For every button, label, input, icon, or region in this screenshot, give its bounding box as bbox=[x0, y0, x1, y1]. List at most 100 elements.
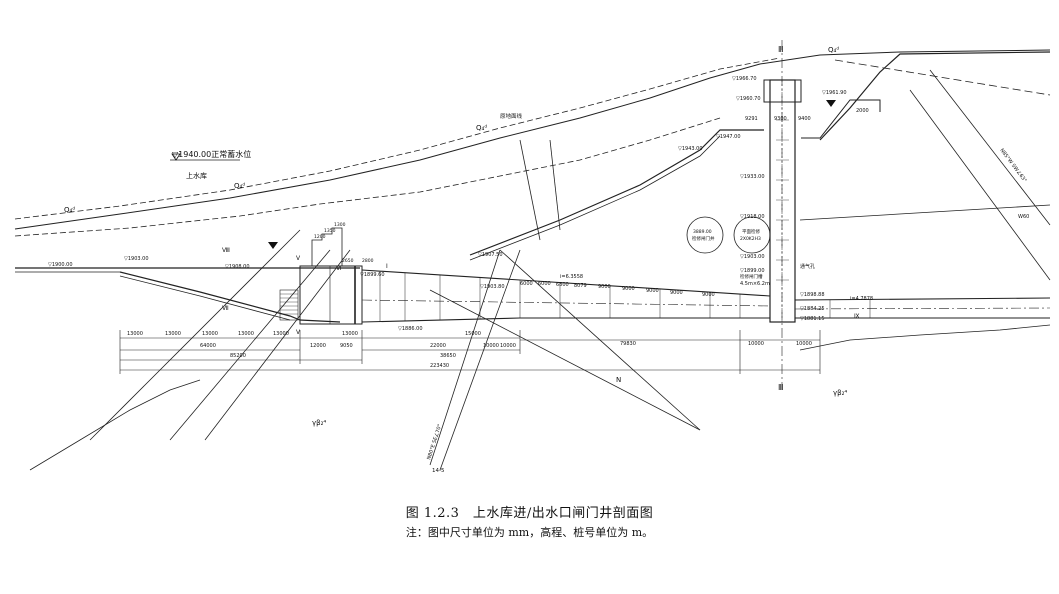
elev-1881: ▽1881.15 bbox=[800, 316, 825, 322]
right-hill bbox=[819, 51, 1051, 141]
figure-caption: 图 1.2.3 上水库进/出水口闸门井剖面图 bbox=[405, 506, 654, 521]
dim-15000: 15000 bbox=[465, 331, 481, 337]
tunnel-outlet-top bbox=[794, 297, 1051, 301]
dim-13000-d: 13000 bbox=[238, 331, 254, 337]
approach-channel-floor bbox=[119, 271, 341, 323]
dim-13000-c: 13000 bbox=[202, 331, 218, 337]
elev-1907-50: ▽1907.50 bbox=[478, 252, 503, 258]
dim-9300: 9300 bbox=[774, 116, 787, 122]
gamma-label-1: γβ₂⁴ bbox=[312, 419, 326, 427]
callout-circle-2 bbox=[733, 216, 771, 254]
normal-water-level-label: ▽1940.00正常蓄水位 bbox=[172, 149, 251, 159]
original-ground-line bbox=[14, 49, 1051, 230]
elev-1903-80: ▽1903.80 bbox=[480, 284, 505, 290]
w60-label: W60 bbox=[1018, 214, 1029, 220]
station-label: 14-5 bbox=[432, 468, 445, 474]
section-VI: Ⅵ bbox=[336, 265, 342, 272]
dim-13000-a: 13000 bbox=[127, 331, 143, 337]
original-ground-label: 原地面线 bbox=[500, 112, 523, 120]
elev-1903: ▽1903.00 bbox=[124, 256, 149, 262]
dim-10000-a: 10000 bbox=[483, 343, 499, 349]
figure-note: 注：图中尺寸单位为 mm，高程、桩号单位为 m。 bbox=[405, 526, 654, 539]
elev-1943: ▽1943.00 bbox=[678, 146, 703, 152]
q4-label-c: Q₄ᵈ bbox=[476, 124, 487, 132]
dim-223430: 223430 bbox=[430, 363, 449, 369]
dim-13000-b: 13000 bbox=[165, 331, 181, 337]
dim-6000-b: 6000 bbox=[538, 281, 551, 287]
tunnel-outlet-center bbox=[794, 307, 1051, 310]
elev-1918: ▽1918.00 bbox=[740, 214, 765, 220]
dim-9050: 9050 bbox=[340, 343, 353, 349]
gate-size-label: 4.5m×6.2m bbox=[740, 281, 770, 287]
elev-1960: ▽1960.70 bbox=[736, 96, 761, 102]
water-level-marker-right bbox=[826, 100, 836, 107]
dim-38650: 38650 bbox=[440, 353, 456, 359]
water-level-marker bbox=[268, 242, 278, 249]
dim-13000-e: 13000 bbox=[273, 331, 289, 337]
rack-hatch bbox=[280, 293, 298, 315]
rock-line-dashed bbox=[14, 117, 721, 237]
elev-1961: ▽1961.90 bbox=[822, 90, 847, 96]
access-platform-right bbox=[801, 99, 881, 139]
elev-1886: ▽1886.00 bbox=[398, 326, 423, 332]
dim-1350: 1350 bbox=[324, 228, 336, 234]
callout-1-line1: 3889.00 bbox=[693, 229, 712, 235]
elev-1933: ▽1933.00 bbox=[740, 174, 765, 180]
fault-label-2: N85°W SW∠63° bbox=[998, 148, 1028, 184]
section-drawing: ▽1940.00正常蓄水位 上水库 bbox=[14, 40, 1051, 474]
intake-structure bbox=[299, 265, 363, 325]
elev-1966: ▽1966.70 bbox=[732, 76, 757, 82]
dim-12000: 12000 bbox=[310, 343, 326, 349]
reservoir-label: 上水库 bbox=[186, 171, 207, 180]
dim-9000-c: 9000 bbox=[646, 288, 659, 294]
elev-1947: ▽1947.00 bbox=[716, 134, 741, 140]
rock-contour-bottom bbox=[29, 379, 201, 471]
section-III-top: Ⅲ bbox=[778, 45, 784, 54]
dim-85200: 85200 bbox=[230, 353, 246, 359]
right-slope-dashed bbox=[834, 59, 1051, 96]
elev-1899-60: ▽1899.60 bbox=[360, 272, 385, 278]
section-V-bottom: Ⅴ bbox=[296, 329, 301, 336]
slope-label-2: i=4.7878 bbox=[850, 296, 873, 302]
intake-steps bbox=[311, 227, 343, 266]
fault-lines bbox=[89, 69, 1051, 471]
section-V-top: Ⅴ bbox=[296, 255, 301, 262]
dim-6000-a: 6000 bbox=[520, 281, 533, 287]
tunnel-crown bbox=[361, 269, 521, 281]
dim-9000-e: 9000 bbox=[702, 292, 715, 298]
dim-2650: 2650 bbox=[342, 258, 354, 264]
tunnel-crown-2 bbox=[519, 279, 771, 297]
dim-10000-c: 10000 bbox=[748, 341, 764, 347]
callout-2-line1: 平面检修 bbox=[742, 228, 760, 235]
callout-1-line2: 检修闸门井 bbox=[692, 235, 715, 242]
gate-house bbox=[763, 79, 802, 103]
elev-1903-b: ▽1903.00 bbox=[740, 254, 765, 260]
elev-1898: ▽1898.88 bbox=[800, 292, 825, 298]
dim-1200: 1200 bbox=[314, 234, 326, 240]
dim-9000-d: 9000 bbox=[670, 290, 683, 296]
access-slope-left bbox=[469, 129, 764, 256]
gate-note-label: 检修闸门槽 bbox=[740, 273, 763, 280]
section-I: Ⅰ bbox=[386, 263, 388, 270]
rock-contour-right bbox=[799, 324, 1051, 351]
dimension-lines bbox=[119, 330, 821, 374]
dim-8079: 8079 bbox=[574, 283, 587, 289]
gamma-label-2: γβ₂⁴ bbox=[833, 389, 847, 397]
q4-label-d: Q₄ᵈ bbox=[828, 46, 839, 54]
elev-1908: ▽1908.00 bbox=[225, 264, 250, 270]
shaft-ladder bbox=[776, 119, 789, 281]
callout-2-line2: 2X0K2H3 bbox=[740, 236, 761, 242]
elev-1884: ▽1884.25 bbox=[800, 306, 825, 312]
dim-9291: 9291 bbox=[745, 116, 758, 122]
tunnel-invert bbox=[361, 317, 521, 323]
original-ground-dashed bbox=[14, 57, 781, 220]
vent-label: 通气孔 bbox=[800, 263, 815, 270]
dim-13000-f: 13000 bbox=[342, 331, 358, 337]
right-rock-line bbox=[799, 204, 1051, 221]
tunnel-segment-joints bbox=[379, 271, 871, 322]
trash-rack bbox=[279, 289, 299, 321]
section-VII: Ⅶ bbox=[222, 305, 229, 312]
elev-1900: ▽1900.00 bbox=[48, 262, 73, 268]
tunnel-center-dashed bbox=[361, 299, 771, 307]
section-IX: Ⅸ bbox=[854, 313, 860, 320]
